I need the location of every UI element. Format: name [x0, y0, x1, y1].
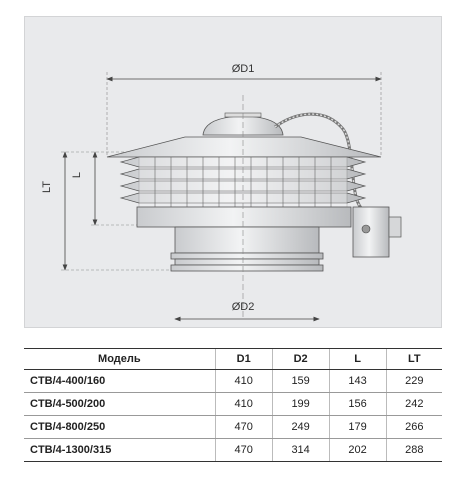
header-model: Модель [24, 348, 216, 370]
lt-cell: 266 [385, 415, 442, 439]
table-row: CTB/4-800/250 470 249 179 266 [24, 415, 442, 439]
header-l: L [328, 348, 387, 370]
model-cell: CTB/4-1300/315 [24, 438, 216, 462]
fan-drawing-svg: ØD1 LT L [41, 63, 402, 322]
model-cell: CTB/4-800/250 [24, 415, 216, 439]
lt-label: LT [41, 181, 53, 193]
d1-cell: 410 [214, 392, 273, 416]
d1-label: ØD1 [232, 63, 255, 75]
d2-label: ØD2 [232, 301, 255, 313]
d2-cell: 249 [271, 415, 330, 439]
d2-dimension: ØD2 [174, 301, 320, 322]
l-cell: 156 [328, 392, 387, 416]
technical-drawing: ØD1 LT L [24, 16, 442, 328]
d1-dimension: ØD1 [106, 63, 382, 157]
l-cell: 179 [328, 415, 387, 439]
spec-table: Модель D1 D2 L LT CTB/4-400/160 410 159 … [24, 348, 442, 462]
table-row: CTB/4-400/160 410 159 143 229 [24, 369, 442, 393]
model-cell: CTB/4-400/160 [24, 369, 216, 393]
d1-cell: 470 [214, 438, 273, 462]
table-row: CTB/4-500/200 410 199 156 242 [24, 392, 442, 416]
l-cell: 143 [328, 369, 387, 393]
lt-cell: 242 [385, 392, 442, 416]
table-row: CTB/4-1300/315 470 314 202 288 [24, 438, 442, 462]
lt-dimension: LT [41, 151, 175, 271]
table-header-row: Модель D1 D2 L LT [24, 348, 442, 370]
header-d1: D1 [214, 348, 273, 370]
model-cell: CTB/4-500/200 [24, 392, 216, 416]
header-d2: D2 [271, 348, 330, 370]
d2-cell: 199 [271, 392, 330, 416]
d2-cell: 159 [271, 369, 330, 393]
l-label: L [71, 172, 83, 178]
l-cell: 202 [328, 438, 387, 462]
terminal-box [352, 206, 402, 258]
roof-fan [106, 95, 382, 317]
header-lt: LT [385, 348, 442, 370]
l-dimension: L [71, 151, 137, 226]
d1-cell: 410 [214, 369, 273, 393]
lt-cell: 229 [385, 369, 442, 393]
lt-cell: 288 [385, 438, 442, 462]
d1-cell: 470 [214, 415, 273, 439]
d2-cell: 314 [271, 438, 330, 462]
louvres [119, 156, 367, 204]
